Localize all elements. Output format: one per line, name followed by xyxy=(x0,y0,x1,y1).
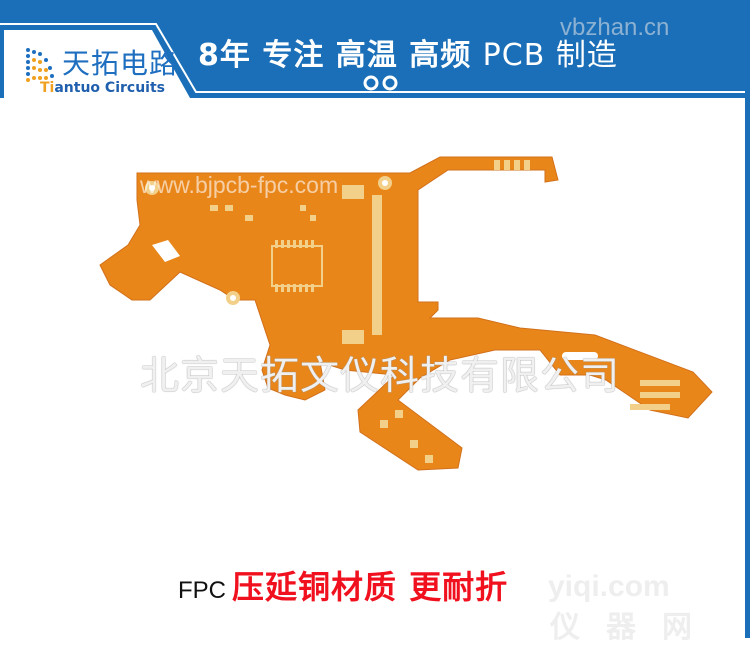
pcb-product-image xyxy=(99,156,713,471)
logo-chinese-name: 天拓电路 xyxy=(62,47,179,80)
logo-en-first: Ti xyxy=(40,80,55,96)
logo-english-name: Tiantuo Circuits xyxy=(40,80,165,96)
site-watermark-top: vbzhan.cn xyxy=(560,14,670,41)
banner-background xyxy=(0,0,750,98)
site-watermark-line1: yiqi.com xyxy=(548,570,670,603)
url-watermark: www.bjpcb-fpc.com xyxy=(140,172,339,198)
header-banner: vbzhan.cn 天拓电路 Tiantuo Circuits 8年 专注 高温… xyxy=(0,0,750,98)
company-watermark: 北京天拓文仪科技有限公司 xyxy=(140,354,621,399)
right-edge-bar xyxy=(745,0,750,638)
caption-prefix: FPC xyxy=(178,577,226,604)
caption-highlight: 压延铜材质 更耐折 xyxy=(232,568,509,606)
slogan-light: PCB 制造 xyxy=(482,38,618,73)
slogan-bold: 8年 专注 高温 高频 xyxy=(198,38,472,73)
logo-icon xyxy=(26,48,54,82)
slogan: 8年 专注 高温 高频 PCB 制造 xyxy=(198,30,618,74)
logo-en-rest: antuo Circuits xyxy=(54,80,165,96)
site-watermark-line2: 仪器网 xyxy=(550,610,718,645)
